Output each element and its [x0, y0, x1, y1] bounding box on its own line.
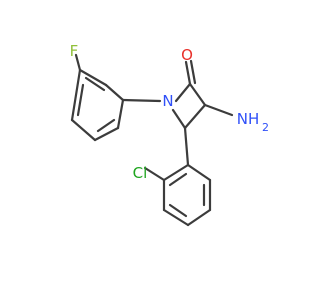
beta-lactam-ring: [171, 82, 207, 130]
bond: [70, 68, 82, 122]
bond-c4-aryl: [183, 126, 190, 167]
bond: [84, 76, 106, 92]
bond-c-f: [74, 53, 82, 72]
bond: [168, 172, 188, 187]
bond: [188, 82, 207, 107]
bond-carbonyl: [184, 60, 192, 86]
bond: [186, 163, 212, 182]
bond: [70, 118, 97, 142]
bond: [76, 83, 85, 117]
bond: [96, 118, 116, 133]
bond-n-aryl: [121, 98, 162, 103]
bond: [162, 208, 190, 227]
atom-label-nh: NH: [237, 110, 260, 128]
atom-label-o: O: [181, 46, 193, 64]
bond-c-n-amino: [203, 103, 234, 117]
bond: [116, 98, 125, 130]
bond: [183, 103, 207, 130]
atom-label-cl: Cl: [133, 164, 148, 182]
bond: [93, 126, 120, 142]
structure-diagram: F O N NH 2 Cl: [70, 42, 269, 227]
bond: [104, 83, 125, 102]
atom-label-f: F: [70, 42, 79, 60]
bond-c-cl: [143, 166, 166, 182]
bond: [171, 108, 187, 130]
bond-carbonyl: [189, 59, 197, 85]
atom-label-nh2: NH 2: [237, 110, 269, 134]
bond: [168, 203, 188, 218]
atom-label-n: N: [162, 92, 173, 110]
bond: [186, 208, 212, 227]
bond: [162, 163, 190, 182]
fluorophenyl-ring: [70, 68, 125, 142]
bond: [78, 68, 108, 87]
atom-label-nh-subscript: 2: [262, 121, 269, 134]
bond: [174, 82, 192, 103]
chlorophenyl-ring: [162, 163, 212, 227]
